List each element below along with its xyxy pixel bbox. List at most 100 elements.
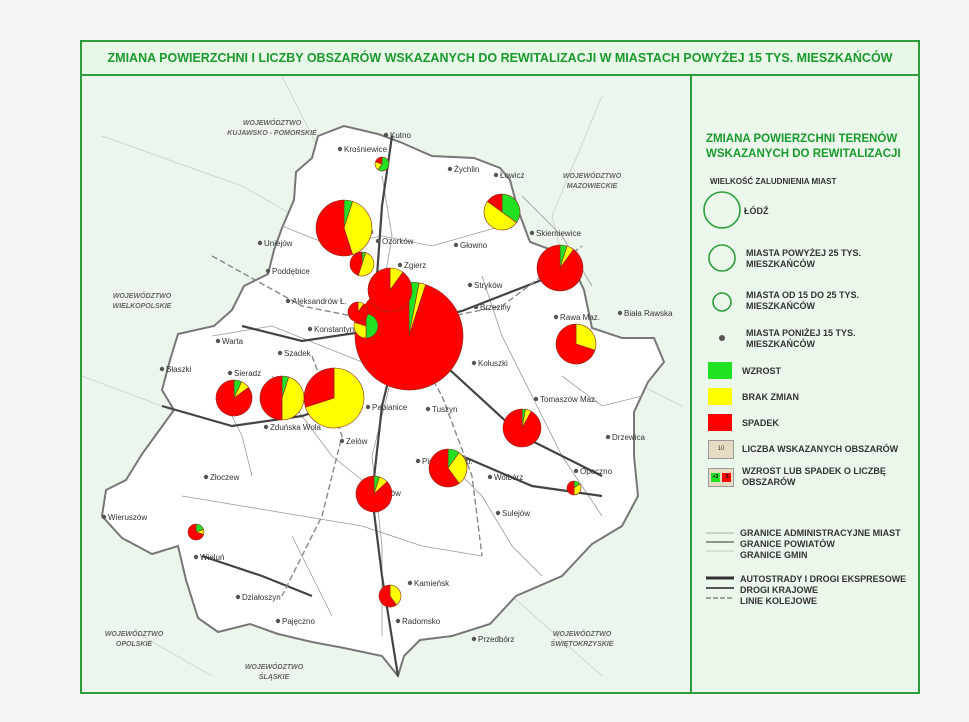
town-dot [425,406,431,412]
neighbor-wielkopolskie-line1: WOJEWÓDZTWO [113,291,172,300]
town-label: Szadek [284,349,312,358]
pie-slice-no-change [281,376,305,421]
town-dot [495,510,501,516]
legend-no-change: BRAK ZMIAN [742,392,799,402]
neighbor-opolskie-line2: OPOLSKIE [116,641,153,648]
town-dot [263,424,269,430]
legend-admin-county: GRANICE POWIATÓW [740,539,835,549]
legend-change-label: WZROST LUB SPADEK O LICZBĘ OBSZARÓW [742,466,886,487]
pie-slice-no-change [575,323,597,351]
legend-dot-under15 [719,335,725,341]
town-dot [339,438,345,444]
legend-circle-over25 [708,244,736,272]
legend-decrease: SPADEK [742,418,779,428]
pie-wieluń [187,523,205,541]
town-dot [395,618,401,624]
town-label: Warta [222,337,244,346]
neighbor-opolskie-line1: WOJEWÓDZTWO [105,629,164,638]
town-dot [493,172,499,178]
legend-size-lodz: ŁÓDŹ [744,206,769,216]
map-frame: ZMIANA POWIERZCHNI I LICZBY OBSZARÓW WSK… [80,40,920,694]
pie-aleksandrów-ł- [347,301,369,323]
legend-size-symbols [703,191,741,341]
town-dot [573,468,579,474]
pie-piotrków-tryb- [428,448,468,488]
pie-slice-decrease [536,244,584,292]
neighbor-slaskie-line2: ŚLĄSKIE [259,672,290,681]
neighbor-slaskie-line1: WOJEWÓDZTWO [245,662,304,671]
pie-rawa-maz- [555,323,597,365]
legend-count-box: 10 [708,440,734,459]
pie-slice-no-change [357,252,375,277]
town-dot [277,350,283,356]
pie-slice-no-change [483,200,517,231]
town-label: Kutno [390,131,411,140]
town-label: Zgierz [404,261,426,270]
town-dot [447,166,453,172]
pie-slice-increase [377,156,390,172]
town-dot [101,514,107,520]
legend-rail: LINIE KOLEJOWE [740,596,818,606]
pie-slice-decrease [259,375,283,421]
town-dot [265,268,271,274]
pie-slice-no-change [447,452,468,484]
town-label: Sieradz [234,369,261,378]
neighbor-kujawsko-line2: KUJAWSKO - POMORSKIE [227,130,317,137]
town-dot [467,282,473,288]
town-label: Poddębice [272,267,310,276]
neighbor-mazowieckie-line2: MAZOWIECKIE [567,183,618,190]
legend-roads-national: DROGI KRAJOWE [740,585,819,595]
pie-slice-decrease [315,199,354,257]
town-label: Sulejów [502,509,530,518]
pie-kutno [374,156,390,172]
legend-size-over25: MIASTA POWYŻEJ 25 TYS. MIESZKAŃCÓW [746,248,862,269]
town-label: Konstantynów [314,325,364,334]
pie-opoczno [566,480,582,496]
pie-slice-decrease [487,193,503,213]
town-dot [159,366,165,372]
legend-count-label: LICZBA WSKAZANYCH OBSZARÓW [742,444,899,454]
pie-slice-decrease [187,523,204,541]
legend-title: ZMIANA POWIERZCHNI TERENÓW WSKAZANYCH DO… [706,133,901,160]
pie-slice-decrease [355,475,393,513]
pie-radomsko [378,584,402,608]
town-label: Działoszyn [242,593,281,602]
town-label: Rawa Maz. [560,313,600,322]
town-dot [473,304,479,310]
legend-increase: WZROST [742,366,781,376]
town-label: Tomaszów Maz. [540,395,597,404]
town-label: Kamieńsk [414,579,450,588]
region-map: WOJEWÓDZTWO KUJAWSKO - POMORSKIE WOJEWÓD… [82,76,692,692]
town-label: Głowno [460,241,488,250]
town-dot [275,618,281,624]
legend-admin-commune: GRANICE GMIN [740,550,808,560]
town-dot [529,230,535,236]
town-dot [533,396,539,402]
town-label: Zelów [346,437,368,446]
legend-size-under15: MIASTA PONIŻEJ 15 TYS. MIESZKAŃCÓW [746,328,856,349]
town-dot [383,132,389,138]
legend-swatch-increase [708,362,732,379]
town-dot [453,242,459,248]
pie-slice-decrease [374,156,383,165]
pie-pabianice [303,367,365,429]
pie-slice-decrease [303,367,335,408]
town-dot [307,326,313,332]
town-label: Stryków [474,281,503,290]
town-dot [375,238,381,244]
town-dot [617,310,623,316]
pie-sieradz [215,379,253,417]
pie-łowicz [483,193,521,231]
legend-roads-express: AUTOSTRADY I DROGI EKSPRESOWE [740,574,907,584]
legend-circle-lodz [703,191,741,229]
town-dot [415,458,421,464]
pie-tomaszów-maz- [502,408,542,448]
town-label: Brzeziny [480,303,511,312]
town-dot [257,240,263,246]
town-label: Przedbórz [478,635,514,644]
neighbor-swietokrzyskie-line1: WOJEWÓDZTWO [553,629,612,638]
town-dot [487,474,493,480]
legend-population-title: WIELKOŚĆ ZALUDNIENIA MIAST [710,177,837,186]
pie-slice-decrease [555,323,596,365]
pie-slice-decrease [502,408,542,448]
